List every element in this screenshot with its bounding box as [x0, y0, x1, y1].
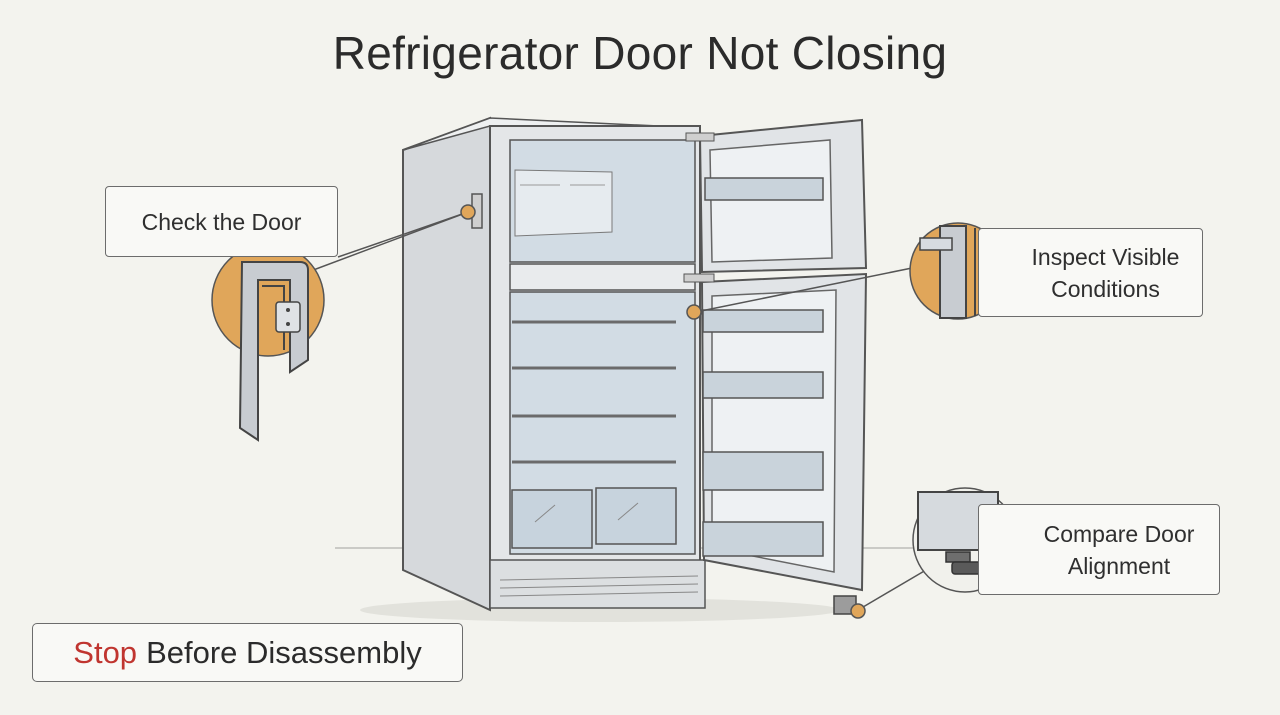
hinge-bracket [919, 237, 953, 251]
marker-dot-door [460, 204, 476, 220]
inset-hinge-icon [275, 301, 301, 333]
drawer-detail [534, 504, 556, 523]
page-title: Refrigerator Door Not Closing [332, 27, 948, 79]
leveling-foot-detail-icon [945, 551, 971, 563]
hinge-screw [286, 322, 290, 326]
leader-line-inspect [695, 267, 913, 313]
fridge-side-panel [402, 116, 491, 612]
crisper-drawer-right [595, 487, 677, 545]
callout-compare-door-alignment: Compare Door Alignment [978, 504, 1220, 595]
leader-line-alignment [857, 569, 927, 611]
top-hinge [685, 132, 715, 142]
bottom-grille [489, 559, 706, 609]
stop-emphasis: Stop [73, 634, 138, 670]
drawer-detail [617, 502, 639, 521]
callout-text: Compare Door Alignment [1044, 518, 1195, 582]
marker-dot-inspect [686, 304, 702, 320]
door-gasket-inset [211, 243, 325, 442]
callout-line: Inspect Visible [1031, 243, 1180, 270]
callout-text: Inspect Visible Conditions [1032, 241, 1180, 305]
stop-rest: Before Disassembly [146, 634, 422, 670]
crisper-drawer-left [511, 489, 593, 549]
freezer-door-liner [709, 139, 833, 263]
middle-hinge [683, 273, 715, 283]
hinge-screw [286, 308, 290, 312]
callout-label: Check the Door [141, 208, 302, 235]
freezer-door-shelf [704, 177, 824, 201]
seal-detail [939, 225, 967, 319]
callout-inspect-visible-conditions: Inspect Visible Conditions [978, 228, 1203, 317]
door-bin [702, 521, 824, 557]
freezer-ice-tray [514, 169, 613, 237]
compartment-divider [509, 263, 696, 291]
door-bin [702, 451, 824, 491]
stop-before-disassembly-banner: Stop Before Disassembly [32, 623, 463, 682]
callout-line: Alignment [1067, 552, 1171, 579]
leader-line-door-inset [299, 211, 469, 276]
callout-check-the-door: Check the Door [105, 186, 338, 257]
door-bin [702, 371, 824, 399]
door-bin [702, 309, 824, 333]
callout-line: Conditions [1051, 275, 1160, 302]
marker-dot-alignment [850, 603, 866, 619]
callout-line: Compare Door [1043, 520, 1195, 547]
grille-line [499, 591, 699, 597]
grille-line [499, 583, 699, 589]
grille-line [499, 575, 699, 581]
